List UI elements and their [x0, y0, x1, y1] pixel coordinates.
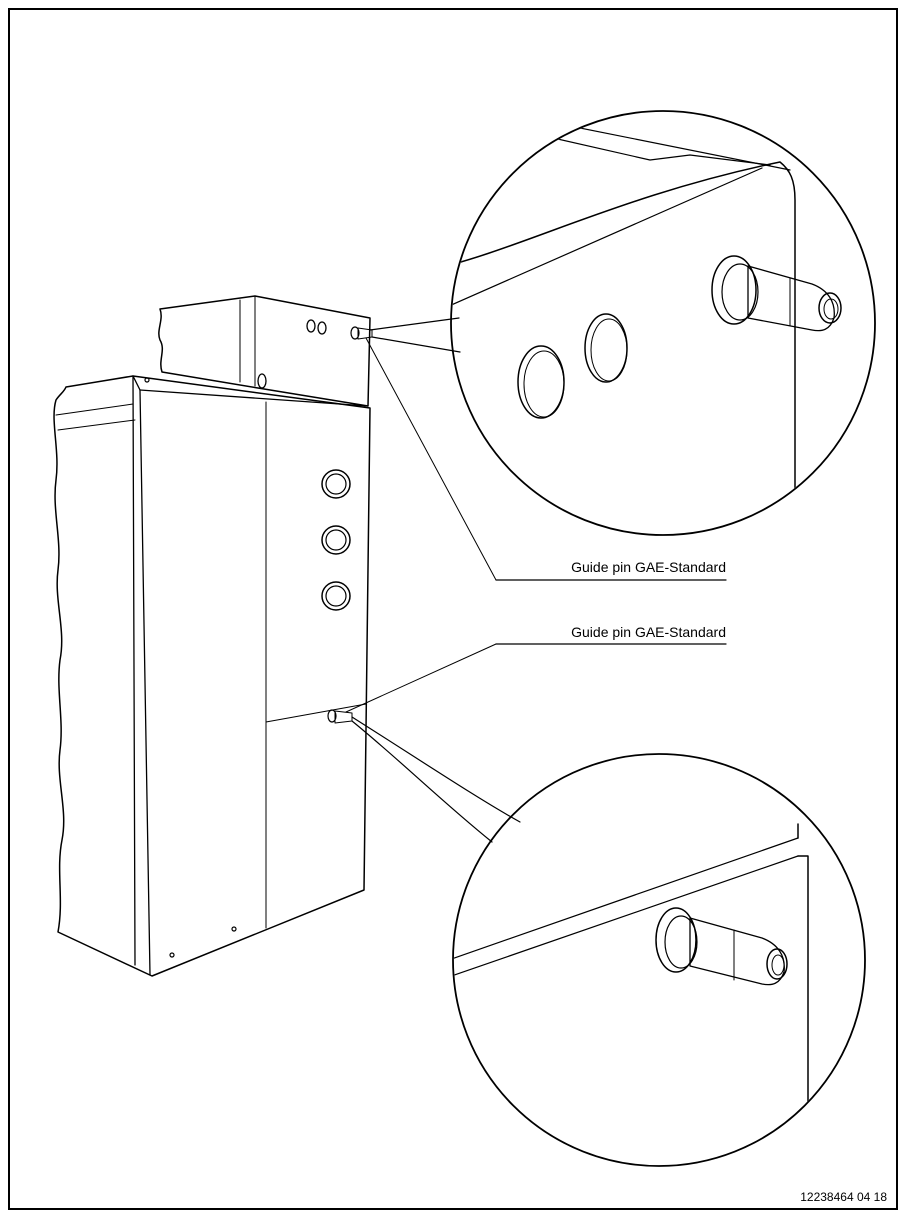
upper-hole-side [257, 373, 267, 389]
lower-detail-magnifier [351, 716, 866, 1167]
unit-body [53, 375, 371, 977]
rear-upper-block [158, 295, 371, 407]
upper-hole-left [306, 319, 316, 333]
callout-upper-label: Guide pin GAE-Standard [571, 559, 726, 575]
figure-code: 12238464 04 18 [800, 1190, 887, 1204]
callout-upper: Guide pin GAE-Standard [365, 337, 727, 581]
callout-lower-label: Guide pin GAE-Standard [571, 624, 726, 640]
guide-pin-lower-detail [655, 907, 788, 986]
upper-detail-magnifier [369, 110, 876, 536]
pipe-connection-2 [321, 525, 351, 555]
figure-frame [8, 8, 898, 1210]
pipe-connection-1 [321, 469, 351, 499]
heat-pump-unit [53, 295, 373, 977]
pipe-connection-3 [321, 581, 351, 611]
upper-hole-right [317, 321, 327, 335]
callout-lower: Guide pin GAE-Standard [345, 624, 727, 713]
guide-pin-upper-detail [711, 255, 842, 332]
